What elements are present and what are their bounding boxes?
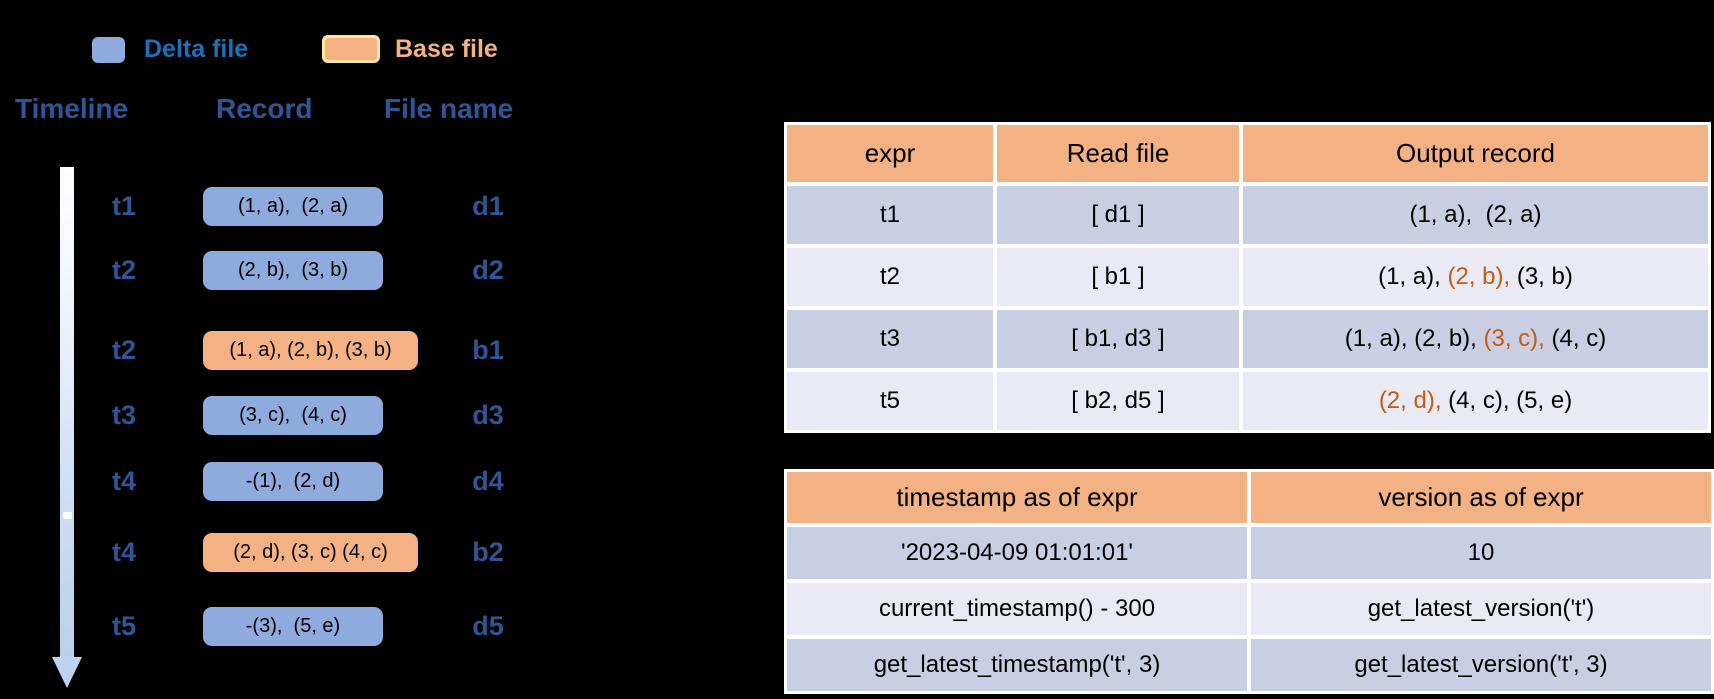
timestamp-expr-cell: get_latest_timestamp('t', 3) xyxy=(787,639,1247,691)
highlighted-record-segment: (2, d), xyxy=(1378,387,1442,414)
query-table-header-cell: expr xyxy=(787,125,993,182)
delta-file-swatch-icon xyxy=(92,37,125,63)
delta-file-record-box: (2, b), (3, b) xyxy=(203,251,383,290)
query-table-header-cell: Read file xyxy=(997,125,1239,182)
query-read-file-cell: [ b2, d5 ] xyxy=(997,372,1239,430)
query-expr-cell: t2 xyxy=(787,248,993,306)
query-read-file-cell: [ b1 ] xyxy=(997,248,1239,306)
timeline-time-label: t1 xyxy=(111,191,136,221)
timeline-arrow-head-icon xyxy=(52,657,82,688)
record-segment: (4, c) xyxy=(1544,325,1607,352)
query-table-header-cell: Output record xyxy=(1243,125,1708,182)
query-read-file-cell: [ b1, d3 ] xyxy=(997,310,1239,368)
version-expr-cell: get_latest_version('t') xyxy=(1251,583,1711,635)
version-expr-cell: 10 xyxy=(1251,527,1711,579)
timestamp-expr-cell: '2023-04-09 01:01:01' xyxy=(787,527,1247,579)
timeline-time-label: t3 xyxy=(111,400,136,430)
timeline-time-label: t4 xyxy=(111,537,136,567)
query-expr-cell: t1 xyxy=(787,186,993,244)
timestamp-expr-cell: current_timestamp() - 300 xyxy=(787,583,1247,635)
record-column-header: Record xyxy=(216,93,313,124)
delta-file-record-box: (3, c), (4, c) xyxy=(203,396,383,435)
delta-file-record-box: -(3), (5, e) xyxy=(203,607,383,646)
highlighted-record-segment: (2, b), xyxy=(1447,263,1511,290)
timeline-arrow-highlight xyxy=(63,512,72,519)
query-expr-cell: t3 xyxy=(787,310,993,368)
timeline-arrow-bar xyxy=(60,167,74,658)
file-name-label: d2 xyxy=(472,255,504,285)
query-read-file-cell: [ d1 ] xyxy=(997,186,1239,244)
time-travel-header-cell: timestamp as of expr xyxy=(787,472,1247,523)
legend-delta-file-label: Delta file xyxy=(144,35,249,63)
query-output-record-cell: (1, a), (2, b), (3, c), (4, c) xyxy=(1243,310,1708,368)
time-travel-header-cell: version as of expr xyxy=(1251,472,1711,523)
file-name-label: b2 xyxy=(472,537,504,567)
timeline-time-label: t5 xyxy=(111,611,136,641)
timeline-time-label: t4 xyxy=(111,466,136,496)
file-name-label: d5 xyxy=(472,611,504,641)
legend-base-file-label: Base file xyxy=(395,35,498,63)
timeline-time-label: t2 xyxy=(111,335,136,365)
highlighted-record-segment: (3, c), xyxy=(1483,325,1545,352)
delta-file-record-box: -(1), (2, d) xyxy=(203,462,383,501)
file-name-label: d1 xyxy=(472,191,504,221)
file-name-label: d3 xyxy=(472,400,504,430)
version-expr-cell: get_latest_version('t', 3) xyxy=(1251,639,1711,691)
base-file-record-box: (2, d), (3, c) (4, c) xyxy=(203,533,418,572)
query-output-record-cell: (1, a), (2, b), (3, b) xyxy=(1243,248,1708,306)
query-output-record-cell: (1, a), (2, a) xyxy=(1243,186,1708,244)
query-expr-cell: t5 xyxy=(787,372,993,430)
record-segment: (4, c), (5, e) xyxy=(1441,387,1573,414)
file-name-label: b1 xyxy=(472,335,504,365)
base-file-swatch-icon xyxy=(322,35,380,63)
delta-file-record-box: (1, a), (2, a) xyxy=(203,187,383,226)
record-segment: (1, a), xyxy=(1378,263,1448,290)
file-name-column-header: File name xyxy=(384,93,514,124)
record-segment: (1, a), (2, b), xyxy=(1344,325,1484,352)
base-file-record-box: (1, a), (2, b), (3, b) xyxy=(203,331,418,370)
record-segment: (1, a), (2, a) xyxy=(1409,201,1542,228)
record-segment: (3, b) xyxy=(1510,263,1573,290)
file-name-label: d4 xyxy=(472,466,504,496)
timeline-column-header: Timeline xyxy=(15,93,129,124)
query-output-record-cell: (2, d), (4, c), (5, e) xyxy=(1243,372,1708,430)
timeline-time-label: t2 xyxy=(111,255,136,285)
